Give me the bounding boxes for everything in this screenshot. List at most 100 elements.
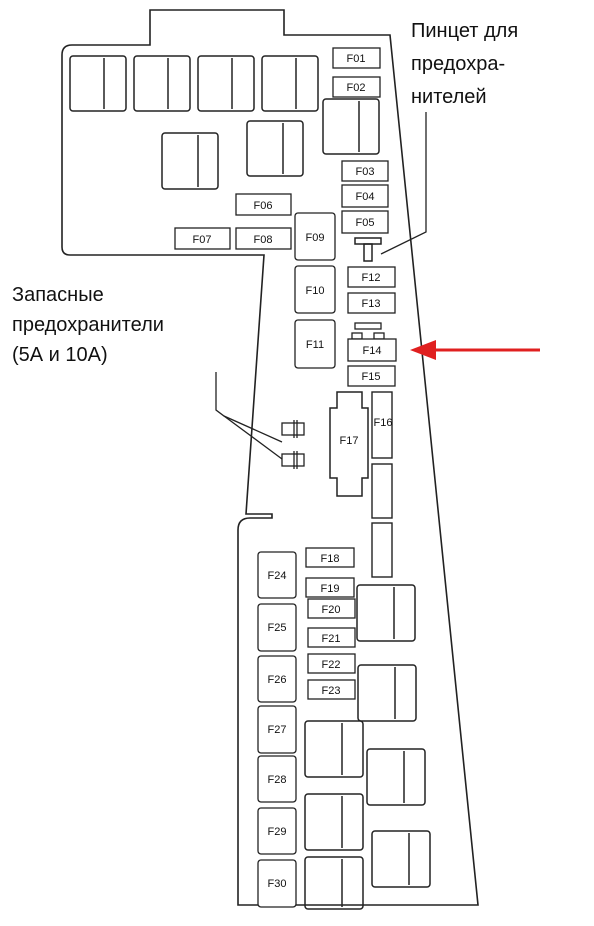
fuse-f22-label: F22	[322, 659, 341, 671]
fuse-f07-box	[174, 227, 231, 250]
spares-callout-line-1: Запасные	[12, 284, 104, 306]
fuse-f14-box	[347, 338, 397, 362]
fuse-f05-box	[341, 210, 389, 234]
fuse-slot	[371, 463, 393, 519]
fuse-f18-box	[305, 547, 355, 568]
relay	[304, 856, 364, 910]
tweezers-callout-line-2: предохра-	[411, 53, 506, 75]
fuse-f08-label: F08	[254, 234, 273, 246]
fuse-f25-label: F25	[268, 622, 287, 634]
fuse-f15-box	[347, 365, 396, 387]
relay	[133, 55, 191, 112]
fuse-f24-label: F24	[268, 570, 287, 582]
spares-callout-line-3: (5А и 10А)	[12, 344, 108, 366]
relay	[197, 55, 255, 112]
fuse-box-outline	[61, 9, 479, 906]
fuse-f10-box	[294, 265, 336, 314]
fuse-f16-label: F16	[374, 417, 393, 429]
fuse-f21-box	[307, 627, 356, 648]
fuse-f26-box	[257, 655, 297, 703]
fuse-f23-label: F23	[322, 685, 341, 697]
fuse-f11-label: F11	[306, 339, 324, 351]
relay	[322, 98, 380, 155]
tweezers-callout: Пинцет для предохра- нителей	[411, 20, 518, 109]
relay	[246, 120, 304, 177]
fuse-f07-label: F07	[193, 234, 212, 246]
spare-fuse	[281, 422, 305, 436]
fuse-f03-label: F03	[356, 166, 375, 178]
fuse-f27-label: F27	[268, 724, 287, 736]
fuse-f04-label: F04	[356, 191, 375, 203]
fuse-slot	[371, 522, 393, 578]
relay	[261, 55, 319, 112]
fuse-f03-box	[341, 160, 389, 182]
fuse-f02-box	[332, 76, 381, 98]
fuse-f23-box	[307, 679, 356, 700]
fuse-f20-label: F20	[322, 604, 341, 616]
fuse-f19-box	[305, 577, 355, 598]
fuse-f17-housing	[329, 391, 369, 497]
relay	[357, 664, 417, 722]
fuse-f26-label: F26	[268, 674, 287, 686]
fuse-f15-label: F15	[362, 371, 381, 383]
fuse-f01-box	[332, 47, 381, 69]
tweezers-icon	[354, 237, 382, 262]
relay	[304, 793, 364, 851]
fuse-f21-label: F21	[322, 633, 341, 645]
fuse-f16-slot	[371, 391, 393, 459]
fuse-f25-box	[257, 603, 297, 652]
fuse-f18-label: F18	[321, 553, 340, 565]
spares-callout: Запасные предохранители (5А и 10А)	[12, 284, 164, 367]
bottom-relays	[304, 584, 431, 910]
relay	[161, 132, 219, 190]
tweezers-leader	[380, 112, 427, 255]
fuse-f20-box	[307, 598, 356, 619]
spare-fuses	[281, 420, 305, 469]
fuse-f08-box	[235, 227, 292, 250]
fuse-f17-label: F17	[340, 435, 359, 447]
fuse-f24-box	[257, 551, 297, 599]
tweezers-callout-line-3: нителей	[411, 86, 487, 108]
fuse-f22-box	[307, 653, 356, 674]
fuse-f12-box	[347, 266, 396, 288]
fuse-f28-label: F28	[268, 774, 287, 786]
fuse-f29-label: F29	[268, 826, 287, 838]
relay	[356, 584, 416, 642]
red-arrow	[410, 340, 540, 360]
spares-leader	[215, 372, 283, 443]
fuse-f14-label: F14	[363, 345, 382, 357]
fuse-f29-box	[257, 807, 297, 855]
tweezers-callout-line-1: Пинцет для	[411, 20, 519, 42]
fuse-f09-label: F09	[306, 232, 325, 244]
connector-icon	[351, 322, 385, 340]
fuse-f13-box	[347, 292, 396, 314]
relay	[371, 830, 431, 888]
spare-fuse	[281, 453, 305, 467]
f16-column	[371, 391, 393, 578]
fuse-f04-box	[341, 184, 389, 208]
fuse-f01-label: F01	[347, 53, 366, 65]
fuse-f09-box	[294, 212, 336, 261]
fuse-f30-box	[257, 859, 297, 908]
fuse-f05-label: F05	[356, 217, 375, 229]
spares-callout-line-2: предохранители	[12, 314, 164, 336]
fuse-f10-label: F10	[306, 285, 325, 297]
fuse-f12-label: F12	[362, 272, 381, 284]
spares-leader-2	[223, 415, 283, 460]
fuse-f27-box	[257, 705, 297, 754]
fuse-f13-label: F13	[362, 298, 381, 310]
fuse-f06-box	[235, 193, 292, 216]
relay	[366, 748, 426, 806]
fuse-f11-box	[294, 319, 336, 369]
fuse-f02-label: F02	[347, 82, 366, 94]
fuse-f19-label: F19	[321, 583, 340, 595]
top-relays	[69, 55, 380, 190]
relay	[69, 55, 127, 112]
leader-lines	[215, 112, 427, 460]
fuse-f06-label: F06	[254, 200, 273, 212]
fuse-f28-box	[257, 755, 297, 803]
fuse-f30-label: F30	[268, 878, 287, 890]
relay	[304, 720, 364, 778]
